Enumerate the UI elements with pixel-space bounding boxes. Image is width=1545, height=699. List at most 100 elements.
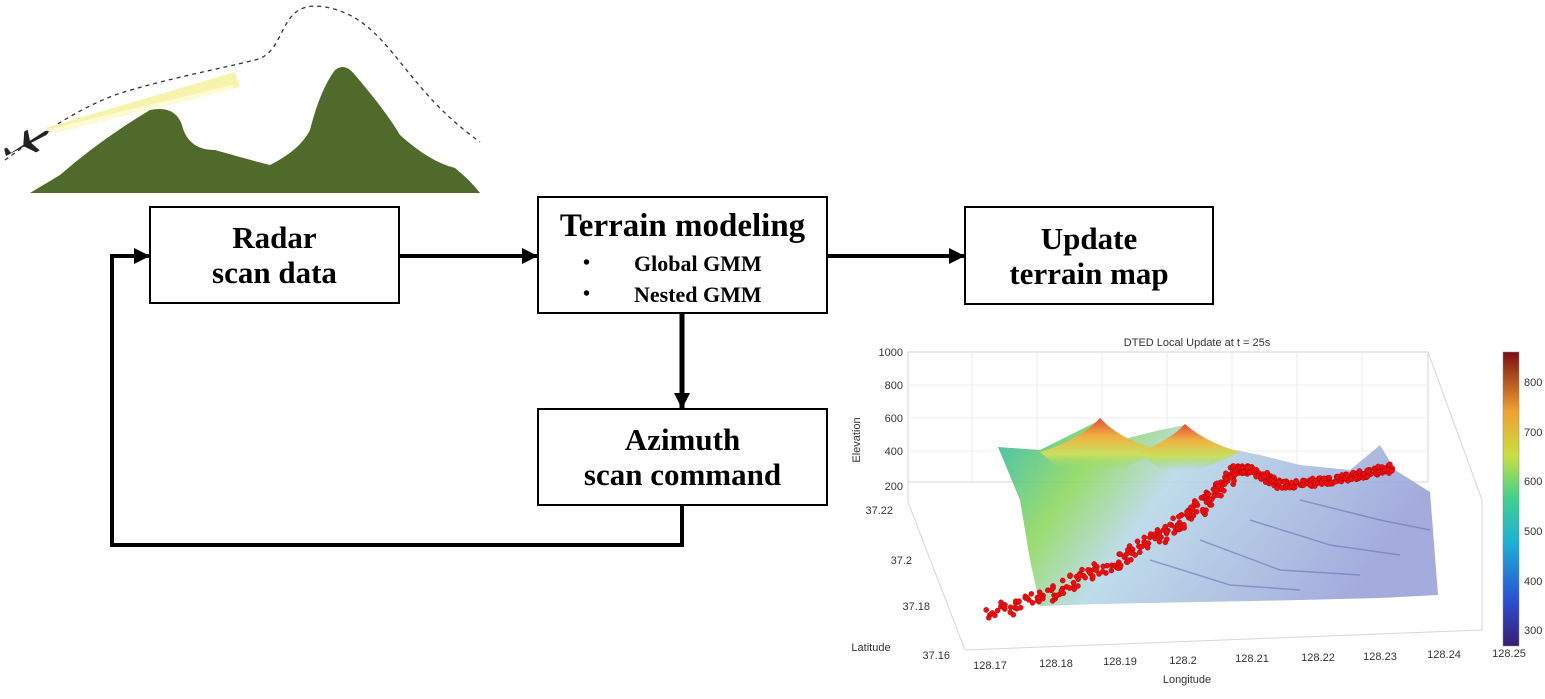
- scatter-point: [1167, 521, 1173, 528]
- x-tick-label: 128.24: [1427, 649, 1461, 661]
- scatter-point: [1108, 567, 1115, 574]
- scatter-point: [1099, 568, 1106, 575]
- x-axis: 128.17 128.18 128.19 128.2 128.21 128.22…: [973, 648, 1526, 686]
- scatter-point: [1036, 589, 1043, 596]
- scatter-point: [1054, 592, 1060, 599]
- y-axis-label: Latitude: [851, 642, 890, 654]
- scatter-point: [1215, 492, 1221, 498]
- plot-frame: [907, 351, 1483, 651]
- terrain-ridges: [1149, 499, 1431, 591]
- scatter-point: [1137, 549, 1143, 556]
- scatter-point: [1016, 598, 1022, 605]
- scatter-point: [1375, 463, 1381, 470]
- scatter-point: [1293, 479, 1299, 485]
- azimuth-box-line1: Azimuth: [624, 422, 741, 457]
- z-axis: 1000 800 600 400 200 Elevation: [851, 347, 903, 493]
- scatter-point: [1261, 473, 1267, 480]
- scatter-point: [1156, 533, 1163, 540]
- arrow-feedback-loop: [110, 248, 684, 547]
- x-tick-label: 128.2: [1169, 655, 1197, 667]
- x-tick-label: 128.22: [1301, 652, 1335, 664]
- scatter-point: [1228, 474, 1234, 480]
- scatter-point: [1066, 585, 1073, 591]
- scatter-point: [1132, 552, 1138, 558]
- scatter-point: [1141, 534, 1148, 541]
- radar-scan-data-box: Radar scan data: [149, 206, 400, 304]
- y-axis: 37.22 37.2 37.18 37.16 Latitude: [851, 505, 950, 662]
- radar-beam-inner: [45, 85, 235, 133]
- azimuth-box-line2: scan command: [583, 457, 782, 492]
- scatter-point: [1300, 482, 1307, 489]
- scatter-point: [1059, 577, 1066, 584]
- terrain-modeling-box: Terrain modeling • Global GMM • Nested G…: [537, 196, 828, 314]
- terrain-box-bullets: • Global GMM • Nested GMM: [539, 248, 826, 310]
- x-tick-label: 128.19: [1103, 656, 1137, 668]
- scatter-point: [1307, 482, 1313, 488]
- scatter-point: [1221, 487, 1227, 494]
- scatter-point: [1024, 595, 1030, 601]
- scatter-point: [1058, 588, 1065, 594]
- x-tick-label: 128.17: [973, 660, 1007, 672]
- z-tick-label: 1000: [879, 347, 903, 359]
- scatter-point: [1007, 609, 1014, 616]
- scatter-point: [998, 599, 1004, 606]
- scatter-point: [1050, 585, 1056, 591]
- scatter-point: [983, 607, 990, 613]
- scatter-point: [1344, 471, 1351, 478]
- colorbar-tick: 400: [1524, 576, 1542, 588]
- scatter-point: [1170, 515, 1176, 522]
- colorbar-tick: 300: [1524, 625, 1542, 637]
- scatter-point: [1145, 540, 1151, 547]
- scatter-point: [1321, 475, 1327, 482]
- scatter-point: [1077, 572, 1083, 578]
- scatter-point: [1138, 543, 1145, 550]
- scatter-point: [1089, 573, 1096, 579]
- terrain-peak-left: [1040, 418, 1160, 470]
- scatter-point: [1017, 604, 1024, 611]
- scatter-point: [1075, 583, 1081, 589]
- bullet-nested-gmm: • Nested GMM: [539, 279, 826, 310]
- scatter-point: [1029, 600, 1036, 606]
- x-axis-label: Longitude: [1163, 674, 1211, 686]
- z-tick-label: 600: [885, 413, 903, 425]
- mountain-range: [30, 66, 480, 193]
- scatter-point: [1117, 551, 1124, 558]
- scatter-point: [1184, 508, 1190, 515]
- bullet-global-gmm: • Global GMM: [539, 248, 826, 279]
- scatter-point: [1067, 572, 1073, 579]
- x-tick-label: 128.18: [1039, 658, 1073, 670]
- scatter-point: [1134, 538, 1141, 545]
- flight-path: [4, 5, 481, 161]
- z-axis-label: Elevation: [851, 417, 863, 462]
- scatter-point: [1164, 536, 1170, 543]
- x-tick-label: 128.21: [1235, 653, 1269, 665]
- bullet-text: Nested GMM: [634, 282, 762, 307]
- scatter-point: [1193, 508, 1200, 515]
- terrain-box-title: Terrain modeling: [559, 208, 806, 244]
- scatter-point: [1251, 467, 1257, 474]
- scatter-point: [994, 607, 1001, 614]
- scatter-point: [1156, 538, 1163, 545]
- scatter-points: [983, 461, 1396, 621]
- update-box-line2: terrain map: [1009, 255, 1169, 291]
- y-tick-label: 37.2: [891, 555, 912, 567]
- scatter-point: [1199, 506, 1206, 513]
- y-tick-label: 37.22: [865, 505, 893, 517]
- colorbar-tick: 600: [1524, 476, 1542, 488]
- scatter-point: [1193, 499, 1199, 506]
- scatter-point: [1028, 591, 1035, 597]
- terrain-peak-right: [1140, 424, 1240, 470]
- colorbar: 800 700 600 500 400 300: [1502, 351, 1542, 647]
- y-tick-label: 37.16: [922, 650, 950, 662]
- update-terrain-map-box: Update terrain map: [964, 206, 1214, 305]
- scatter-point: [1154, 527, 1161, 533]
- radar-box-line1: Radar: [232, 220, 317, 255]
- scatter-point: [1079, 566, 1085, 573]
- scatter-point: [1223, 470, 1229, 477]
- x-tick-label: 128.23: [1363, 651, 1397, 663]
- scatter-point: [1205, 491, 1212, 497]
- scatter-point: [1036, 598, 1042, 605]
- bullet-dot: •: [582, 283, 590, 305]
